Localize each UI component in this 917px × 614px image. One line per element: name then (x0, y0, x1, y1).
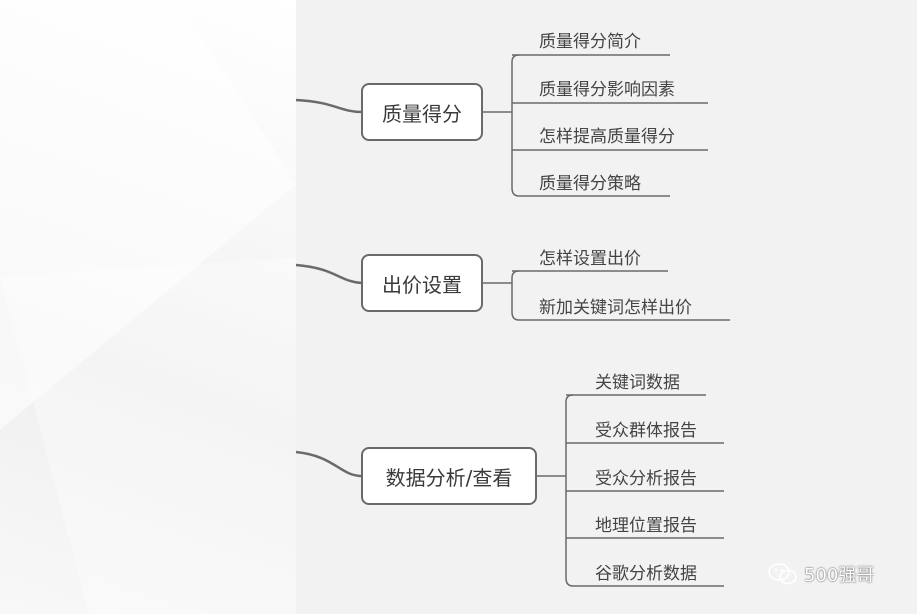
leaf-node[interactable]: 怎样设置出价 (539, 249, 641, 269)
leaf-node[interactable]: 受众分析报告 (595, 469, 697, 489)
wechat-icon (768, 563, 797, 585)
leaf-node[interactable]: 受众群体报告 (595, 421, 697, 441)
topic-node-data-analysis[interactable]: 数据分析/查看 (361, 447, 537, 505)
topic-connector (295, 450, 363, 478)
branch-group-data-analysis (537, 394, 724, 587)
watermark: 500强哥 (768, 561, 874, 587)
leaf-node[interactable]: 质量得分影响因素 (539, 80, 675, 100)
branch-spine (511, 54, 520, 197)
topic-connector (295, 263, 363, 285)
leaf-node[interactable]: 地理位置报告 (595, 516, 697, 536)
topic-node-quality-score[interactable]: 质量得分 (361, 83, 483, 141)
watermark-text: 500强哥 (804, 565, 875, 586)
topic-node-bid-settings[interactable]: 出价设置 (361, 254, 483, 312)
branch-spine (511, 270, 520, 321)
leaf-node[interactable]: 怎样提高质量得分 (539, 127, 675, 147)
leaf-node[interactable]: 关键词数据 (595, 373, 680, 393)
leaf-node[interactable]: 新加关键词怎样出价 (539, 298, 692, 318)
leaf-node[interactable]: 质量得分策略 (539, 174, 641, 194)
topic-connector (295, 98, 363, 114)
decorative-panel (0, 0, 296, 614)
branch-group-bid-settings (483, 270, 730, 321)
leaf-node[interactable]: 谷歌分析数据 (595, 564, 697, 584)
leaf-node[interactable]: 质量得分简介 (539, 32, 641, 52)
branch-group-quality-score (483, 54, 708, 197)
